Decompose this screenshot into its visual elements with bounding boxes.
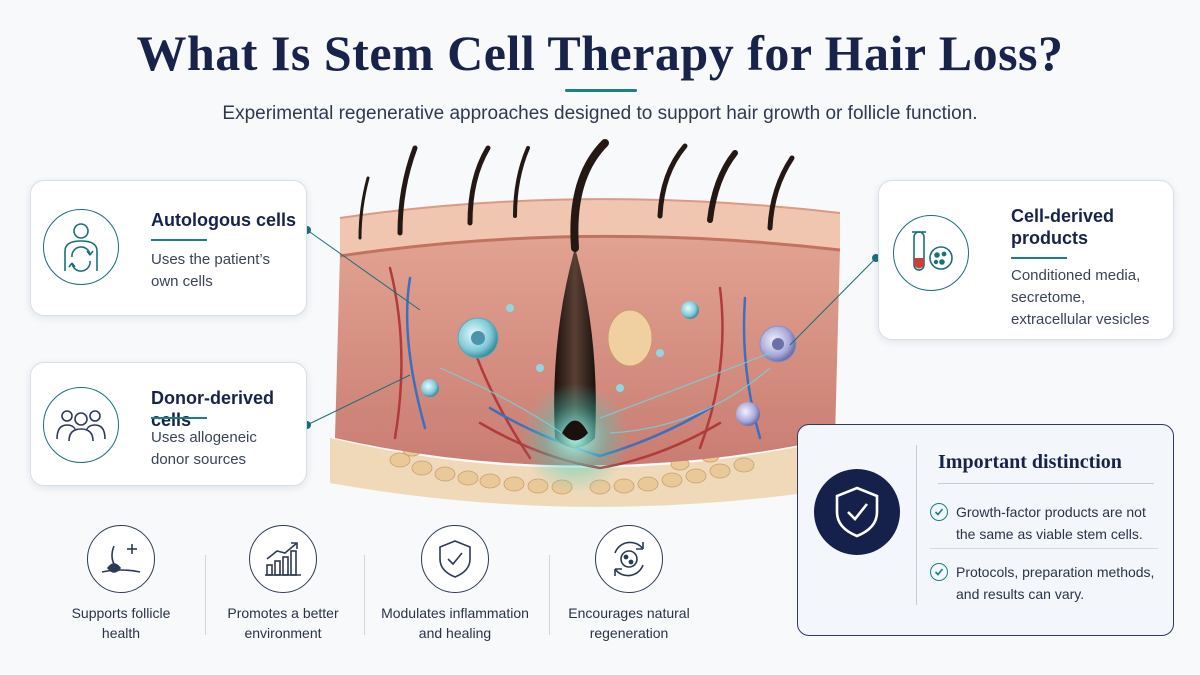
test-tube-petri-icon bbox=[893, 215, 969, 291]
benefit-better-environment: Promotes a better environment bbox=[208, 525, 358, 645]
divider bbox=[549, 555, 550, 635]
divider bbox=[205, 555, 206, 635]
benefit-label: Encourages natural regeneration bbox=[568, 605, 690, 641]
donor-derived-cells-card: Donor-derived cells Uses allogeneic dono… bbox=[30, 362, 307, 486]
hair-strands bbox=[358, 139, 795, 252]
check-circle-icon bbox=[930, 503, 948, 521]
card-description-line: Conditioned media, bbox=[1011, 267, 1141, 284]
distinction-text: Growth-factor products are not the same … bbox=[956, 504, 1146, 542]
divider bbox=[364, 555, 365, 635]
important-distinction-panel: Important distinction Growth-factor prod… bbox=[797, 424, 1174, 636]
benefit-modulates-inflammation: Modulates inflammation and healing bbox=[380, 525, 530, 645]
distinction-item: Growth-factor products are not the same … bbox=[930, 501, 1160, 547]
benefit-label: Modulates inflammation and healing bbox=[381, 605, 529, 641]
benefit-label: Promotes a better environment bbox=[227, 605, 339, 641]
divider bbox=[916, 445, 917, 605]
card-description-line: Uses the patient’s bbox=[151, 251, 270, 268]
card-title-line: products bbox=[1011, 228, 1089, 248]
card-title-underline bbox=[151, 239, 207, 241]
card-title-line: Cell-derived bbox=[1011, 206, 1115, 226]
card-title: Donor-derived cells bbox=[151, 388, 275, 430]
important-title: Important distinction bbox=[938, 451, 1122, 473]
person-cycle-icon bbox=[43, 209, 119, 285]
title-underline bbox=[938, 483, 1154, 484]
follicle-plus-icon bbox=[87, 525, 155, 593]
card-description-line: Uses allogeneic bbox=[151, 429, 257, 446]
check-circle-icon bbox=[930, 563, 948, 581]
divider bbox=[930, 548, 1158, 549]
card-description-line: secretome, bbox=[1011, 289, 1086, 306]
cell-cycle-icon bbox=[595, 525, 663, 593]
page-title: What Is Stem Cell Therapy for Hair Loss? bbox=[136, 25, 1064, 81]
distinction-item: Protocols, preparation methods, and resu… bbox=[930, 561, 1160, 607]
card-description-line: extracellular vesicles bbox=[1011, 311, 1150, 328]
card-title-underline bbox=[1011, 257, 1067, 259]
skin-cross-section-illustration bbox=[330, 139, 841, 507]
energy-streams bbox=[439, 352, 771, 434]
card-title-underline bbox=[151, 417, 207, 419]
page-subtitle: Experimental regenerative approaches des… bbox=[222, 103, 978, 124]
benefit-follicle-health: Supports follicle health bbox=[46, 525, 196, 645]
people-group-icon bbox=[43, 387, 119, 463]
benefit-natural-regeneration: Encourages natural regeneration bbox=[554, 525, 704, 645]
card-description-line: own cells bbox=[151, 273, 213, 290]
distinction-text: Protocols, preparation methods, and resu… bbox=[956, 564, 1155, 602]
shield-check-badge-icon bbox=[814, 469, 900, 555]
shield-check-icon bbox=[421, 525, 489, 593]
benefit-label: Supports follicle health bbox=[71, 605, 171, 641]
title-underline bbox=[565, 89, 637, 92]
card-title: Autologous cells bbox=[151, 210, 297, 230]
card-description-line: donor sources bbox=[151, 451, 247, 468]
hair-follicle bbox=[520, 248, 630, 493]
cell-derived-products-card: Cell-derived products Conditioned media,… bbox=[878, 180, 1174, 340]
growth-chart-icon bbox=[249, 525, 317, 593]
autologous-cells-card: Autologous cells Uses the patient’s own … bbox=[30, 180, 307, 316]
